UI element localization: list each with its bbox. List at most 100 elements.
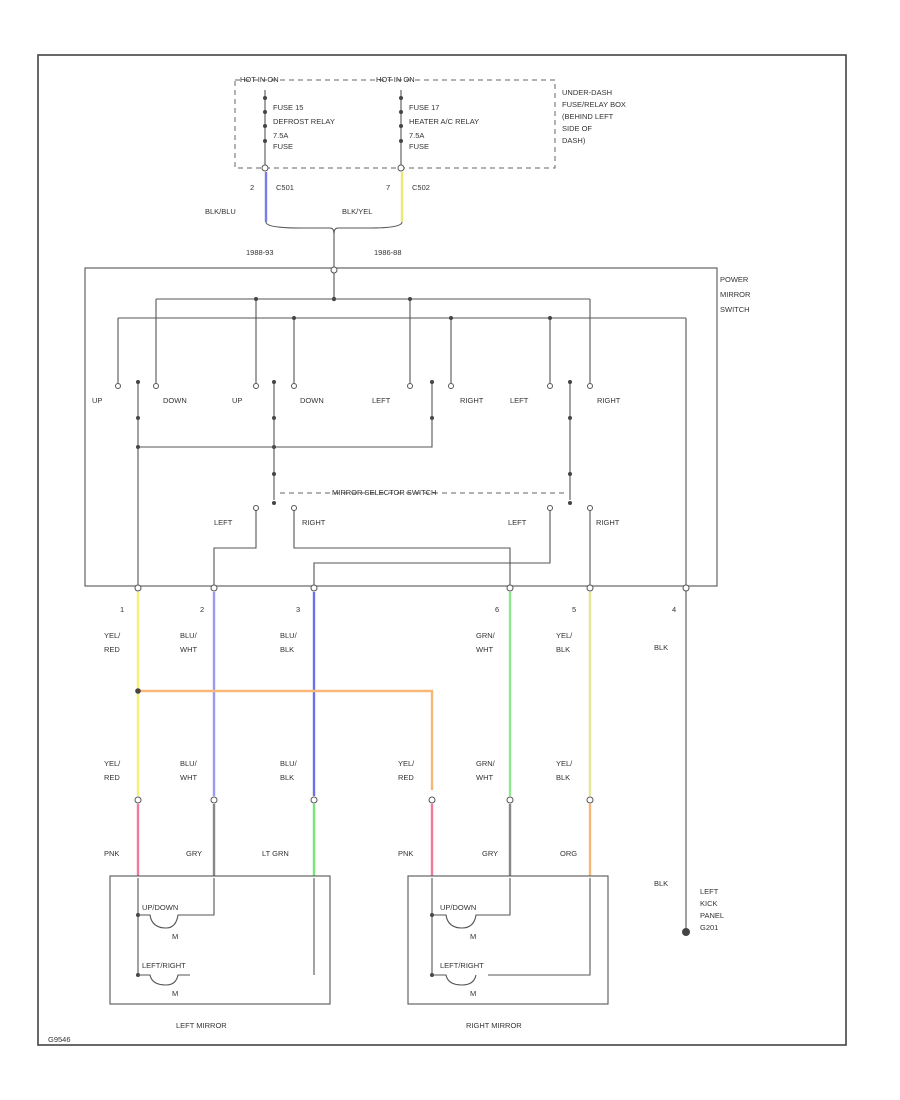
power-mirror-switch: POWER MIRROR SWITCH — [84, 266, 751, 587]
fuse-right-node-1 — [399, 96, 403, 100]
fuse-left-node-4 — [263, 139, 267, 143]
selector-node-2 — [568, 472, 572, 476]
left-motor-2-label: LEFT/RIGHT — [142, 961, 186, 970]
pin-label-2: 2 — [200, 605, 204, 614]
lw2-top: BLU/ — [180, 759, 198, 768]
conn-right-id: C502 — [412, 183, 430, 192]
label-right-1: RIGHT — [460, 396, 484, 405]
ground-loc-2: KICK — [700, 899, 718, 908]
location-line-4: SIDE OF — [562, 124, 592, 133]
right-mirror: UP/DOWN LEFT/RIGHT M M RIGHT MIRROR — [407, 875, 609, 1030]
mirror-connectors — [134, 796, 594, 804]
fuse-right-type: FUSE — [409, 142, 429, 151]
left-motor-1-icon: M — [172, 932, 178, 941]
model-left: 1988-93 — [246, 248, 274, 257]
fuse-left-type: FUSE — [273, 142, 293, 151]
pin-label-4: 4 — [672, 605, 676, 614]
right-mirror-title: RIGHT MIRROR — [466, 1021, 522, 1030]
fuse-left-number: FUSE 15 — [273, 103, 303, 112]
fuse-left-node-2 — [263, 110, 267, 114]
mirror-wire-labels: PNK GRY LT GRN PNK GRY ORG — [104, 849, 577, 858]
fuse-left-node-1 — [263, 96, 267, 100]
left-updown-lead — [190, 878, 215, 916]
pin-label-1: 1 — [120, 605, 124, 614]
selector-label: MIRROR SELECTOR SWITCH — [332, 488, 436, 497]
label-left-2: LEFT — [510, 396, 529, 405]
location-line-2: FUSE/RELAY BOX — [562, 100, 626, 109]
mw2-label: GRY — [186, 849, 202, 858]
fuse-right-relay: HEATER A/C RELAY — [409, 117, 479, 126]
lw6-bottom: BLK — [556, 773, 570, 782]
lw1-bottom: RED — [104, 773, 120, 782]
conn-left-pin: 2 — [250, 183, 254, 192]
conn-left-terminal — [261, 164, 269, 172]
right-motor-2-arc — [432, 974, 477, 986]
ground-wire-label: BLK — [654, 879, 668, 888]
left-motor-1-arc-b — [165, 914, 190, 929]
ground-loc-1: LEFT — [700, 887, 719, 896]
model-right: 1986-88 — [374, 248, 402, 257]
label-right-2: RIGHT — [597, 396, 621, 405]
fuse-box-outline — [234, 79, 556, 169]
switch-input-terminal — [330, 266, 338, 274]
label-down-1: DOWN — [163, 396, 187, 405]
location-line-1: UNDER-DASH — [562, 88, 612, 97]
conn-left-id: C501 — [276, 183, 294, 192]
fuse-right-number: FUSE 17 — [409, 103, 439, 112]
upper-wire-labels: YEL/ RED BLU/ WHT BLU/ BLK GRN/ WHT YEL/… — [104, 631, 668, 654]
label-down-2: DOWN — [300, 396, 324, 405]
pin-label-6: 6 — [495, 605, 499, 614]
right-updown-lead — [488, 878, 511, 916]
gnd-node-3 — [548, 316, 552, 320]
uw3-top: BLU/ — [280, 631, 298, 640]
switch-contacts — [115, 380, 593, 420]
updown-common — [137, 418, 433, 448]
switch-name-2: MIRROR — [720, 290, 751, 299]
left-mirror-title: LEFT MIRROR — [176, 1021, 227, 1030]
right-motor-1-arc — [432, 914, 488, 929]
lw4-bottom: RED — [398, 773, 414, 782]
fuse-relay-box: HOT IN ON HOT IN ON FUSE 15 DEFROST RELA… — [205, 75, 626, 300]
right-mirror-box — [407, 875, 609, 1005]
sel-contact-2 — [291, 505, 297, 511]
lw3-top: BLU/ — [280, 759, 298, 768]
lw1-top: YEL/ — [104, 759, 121, 768]
label-left-1: LEFT — [372, 396, 391, 405]
feed-node-1 — [254, 297, 258, 301]
label-up-2: UP — [232, 396, 242, 405]
pin-label-5: 5 — [572, 605, 576, 614]
left-motor-2-icon: M — [172, 989, 178, 998]
uw6-top: BLK — [654, 643, 668, 652]
left-mirror: UP/DOWN LEFT/RIGHT M M LEFT MIRROR — [109, 875, 331, 1030]
model-brace — [265, 221, 403, 235]
sel-contact-1 — [253, 505, 259, 511]
mw1-label: PNK — [104, 849, 119, 858]
sel-left-label-1: LEFT — [214, 518, 233, 527]
fuse-right-node-3 — [399, 124, 403, 128]
fuse-left-rating: 7.5A — [273, 131, 288, 140]
conn-right-terminal — [397, 164, 405, 172]
left-mirror-box — [109, 875, 331, 1005]
right-motor-2-label: LEFT/RIGHT — [440, 961, 484, 970]
diagram-frame — [37, 54, 847, 1046]
right-motor-2-icon: M — [470, 989, 476, 998]
switch-name-1: POWER — [720, 275, 749, 284]
mw4-label: PNK — [398, 849, 413, 858]
uw4-bottom: WHT — [476, 645, 493, 654]
sel-right-label-2: RIGHT — [596, 518, 620, 527]
ground-loc-4: G201 — [700, 923, 718, 932]
ground-point-icon — [682, 928, 690, 936]
gnd-node-2 — [449, 316, 453, 320]
wire-right-label: BLK/YEL — [342, 207, 372, 216]
sel-left-label-2: LEFT — [508, 518, 527, 527]
mw3-label: LT GRN — [262, 849, 289, 858]
uw3-bottom: BLK — [280, 645, 294, 654]
hot-label-right: HOT IN ON — [376, 75, 415, 84]
sel-wire-pin6 — [293, 510, 511, 586]
mw6-label: ORG — [560, 849, 577, 858]
mw5-label: GRY — [482, 849, 498, 858]
feed-node-2 — [408, 297, 412, 301]
uw2-bottom: WHT — [180, 645, 197, 654]
fuse-box-location: UNDER-DASH FUSE/RELAY BOX (BEHIND LEFT S… — [562, 88, 626, 145]
